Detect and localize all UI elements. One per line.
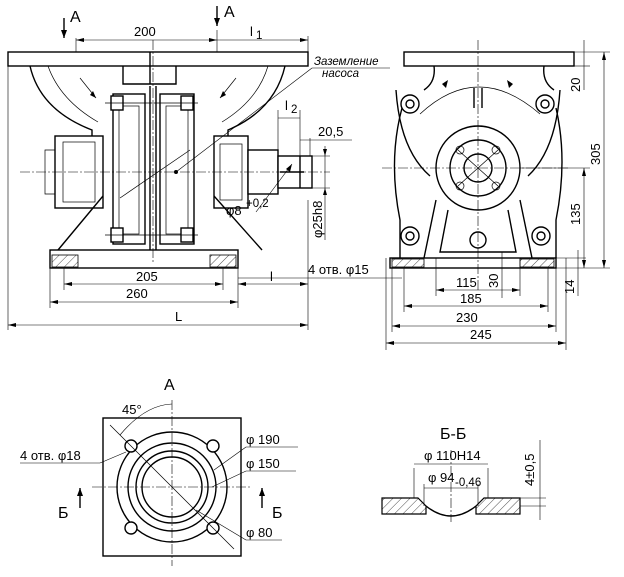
- front-view: А А 200 l 1 Заземление насоса: [7, 4, 402, 330]
- dimension-185: 185: [403, 268, 549, 312]
- svg-text:20,5: 20,5: [318, 124, 343, 139]
- top-flange: [7, 51, 309, 67]
- section-mark-a-right: А: [214, 4, 235, 26]
- dimension-l1: l 1: [217, 24, 309, 52]
- dimension-phi25h8: φ25h8: [310, 146, 330, 240]
- svg-text:l: l: [270, 269, 273, 284]
- dimension-d110: φ 110H14: [413, 448, 489, 498]
- svg-text:205: 205: [136, 269, 158, 284]
- section-mark-a-left: А: [61, 9, 81, 38]
- svg-text:насоса: насоса: [322, 68, 359, 80]
- dimension-d94: φ 94 -0,46: [423, 470, 481, 506]
- side-base: [389, 257, 557, 269]
- dimension-260: 260: [49, 268, 239, 308]
- svg-text:260: 260: [126, 286, 148, 301]
- bolts-bottom: [105, 227, 198, 243]
- dimension-230: 230: [391, 268, 557, 332]
- dimension-135: 135: [520, 167, 590, 268]
- section-mark-b-right: Б: [259, 488, 283, 522]
- svg-text:Б: Б: [58, 505, 69, 522]
- dimension-205: 205: [63, 268, 224, 290]
- svg-text:φ8: φ8: [226, 203, 242, 218]
- svg-text:φ 94: φ 94: [428, 470, 455, 485]
- svg-text:А: А: [70, 9, 81, 26]
- dimension-20-5: 20,5: [300, 124, 352, 156]
- svg-text:-0,46: -0,46: [455, 477, 481, 489]
- svg-text:2: 2: [291, 104, 297, 116]
- dimension-115: 115: [435, 258, 521, 296]
- callout-d150: φ 150: [211, 456, 296, 488]
- svg-text:200: 200: [134, 24, 156, 39]
- svg-text:4 отв. φ18: 4 отв. φ18: [20, 448, 81, 463]
- svg-text:135: 135: [568, 203, 583, 225]
- callout-holes-phi18: 4 отв. φ18: [20, 448, 127, 464]
- dimension-200: 200: [75, 24, 218, 52]
- svg-text:φ 190: φ 190: [246, 432, 280, 447]
- grounding-callout: Заземление насоса: [174, 56, 390, 174]
- side-top-flange: [403, 51, 575, 67]
- dimension-l: l: [238, 200, 309, 330]
- section-mark-b-left: Б: [58, 488, 83, 522]
- dimension-depth: 4±0,5: [520, 440, 546, 520]
- dimension-L: L: [7, 66, 308, 330]
- callout-d80: φ 80: [195, 509, 282, 541]
- svg-text:4 отв. φ15: 4 отв. φ15: [308, 262, 369, 277]
- frame-plate-left: [112, 93, 146, 245]
- svg-text:245: 245: [470, 327, 492, 342]
- bolts-top: [105, 95, 198, 111]
- section-bb: Б-Б φ 110H14 φ 94 -0,46 4±0,5: [381, 426, 546, 522]
- base-plate: [49, 249, 239, 269]
- lifting-eye: [473, 88, 483, 108]
- svg-text:45°: 45°: [122, 402, 142, 417]
- svg-text:l: l: [250, 24, 253, 39]
- callout-d190: φ 190: [213, 432, 298, 471]
- svg-text:230: 230: [456, 310, 478, 325]
- stand-legs: [57, 195, 263, 251]
- svg-text:L: L: [175, 309, 182, 324]
- side-bolts: [400, 94, 555, 246]
- dimension-305: 305: [556, 52, 610, 269]
- volute-outline: [29, 65, 286, 140]
- svg-text:φ 150: φ 150: [246, 456, 280, 471]
- bearing-housing-left: [54, 135, 104, 209]
- svg-text:30: 30: [486, 274, 501, 288]
- svg-text:14: 14: [562, 280, 577, 294]
- side-casing: [393, 107, 563, 258]
- section-bb-title: Б-Б: [440, 426, 466, 443]
- dimension-30: 30: [486, 252, 503, 298]
- callout-holes-phi15: 4 отв. φ15: [238, 262, 402, 279]
- svg-text:4±0,5: 4±0,5: [522, 454, 537, 486]
- svg-text:Б: Б: [272, 505, 283, 522]
- view-a-title: А: [164, 377, 175, 394]
- dimension-14: 14: [556, 250, 586, 296]
- frame-plate-right: [159, 93, 195, 245]
- svg-text:l: l: [285, 98, 288, 113]
- svg-text:185: 185: [460, 291, 482, 306]
- svg-text:φ 110H14: φ 110H14: [424, 448, 481, 463]
- svg-text:1: 1: [256, 30, 262, 42]
- dimension-245: 245: [385, 258, 567, 350]
- svg-text:φ25h8: φ25h8: [310, 201, 325, 238]
- svg-text:305: 305: [588, 143, 603, 165]
- svg-text:+0,2: +0,2: [246, 198, 269, 210]
- svg-text:А: А: [224, 4, 235, 21]
- dimension-phi8: φ8 +0,2: [226, 163, 293, 218]
- svg-text:Заземление: Заземление: [314, 56, 379, 68]
- svg-text:φ 80: φ 80: [246, 525, 273, 540]
- svg-text:115: 115: [456, 275, 477, 290]
- dimension-l2: l 2: [277, 98, 301, 156]
- svg-text:20: 20: [568, 78, 583, 92]
- angle-45: 45°: [119, 402, 173, 436]
- side-view: 20 305 135 14 115: [382, 40, 610, 350]
- view-a-flange: А 45° 4 отв. φ18 φ 190 φ 150: [20, 377, 298, 566]
